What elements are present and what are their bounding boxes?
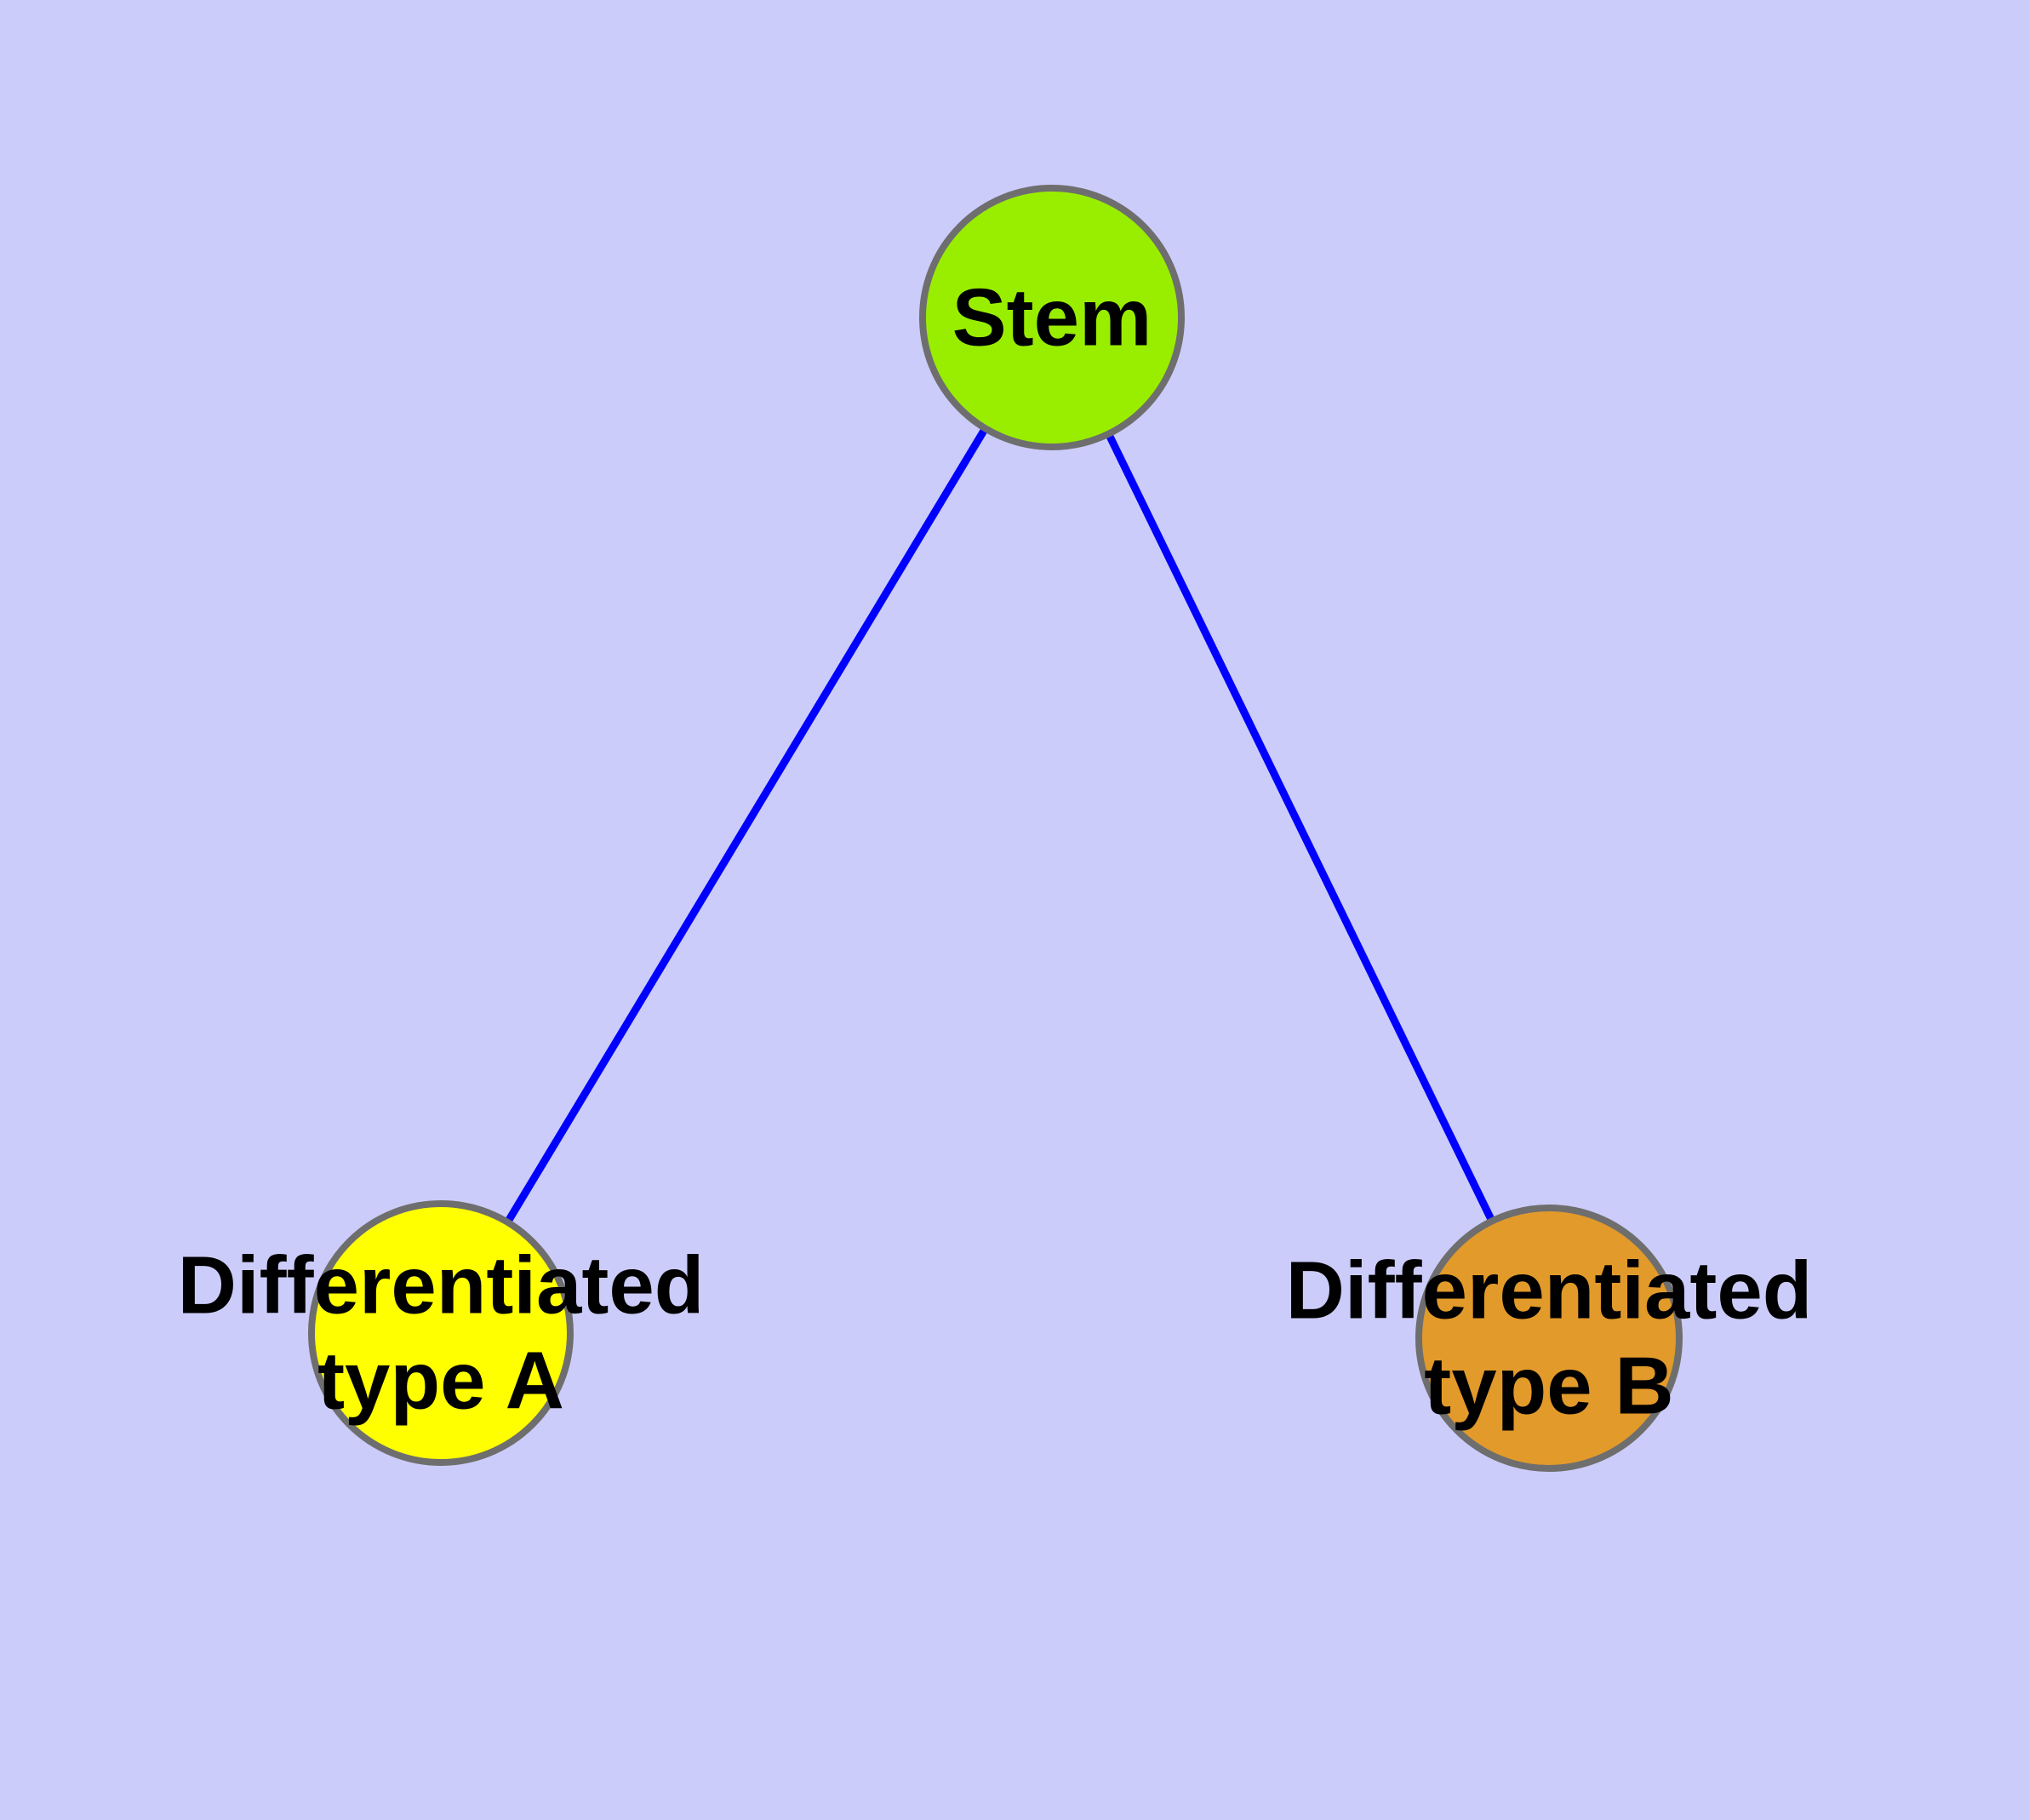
node-label-differentiated-type-a-line2: type A [317, 1336, 564, 1427]
node-layer [308, 185, 1683, 1472]
node-label-differentiated-type-a-line1: Differentiated [178, 1240, 705, 1331]
node-circle-differentiated-type-b[interactable] [1415, 1205, 1683, 1472]
node-diff-a[interactable] [308, 1200, 574, 1466]
node-label-differentiated-type-b-line2: type B [1424, 1341, 1673, 1432]
node-stem[interactable] [919, 185, 1185, 450]
node-circle-stem[interactable] [919, 185, 1185, 450]
node-label-differentiated-type-b-line1: Differentiated [1286, 1245, 1813, 1336]
node-circle-differentiated-type-a[interactable] [308, 1200, 574, 1466]
edge-stem-to-differentiated-type-b[interactable] [1106, 433, 1495, 1222]
node-diff-b[interactable] [1415, 1205, 1683, 1472]
node-label-stem: Stem [952, 272, 1152, 363]
edge-layer [505, 427, 1495, 1223]
label-layer: Stem Differentiated type A Differentiate… [178, 272, 1813, 1432]
edge-stem-to-differentiated-type-a[interactable] [505, 427, 988, 1223]
